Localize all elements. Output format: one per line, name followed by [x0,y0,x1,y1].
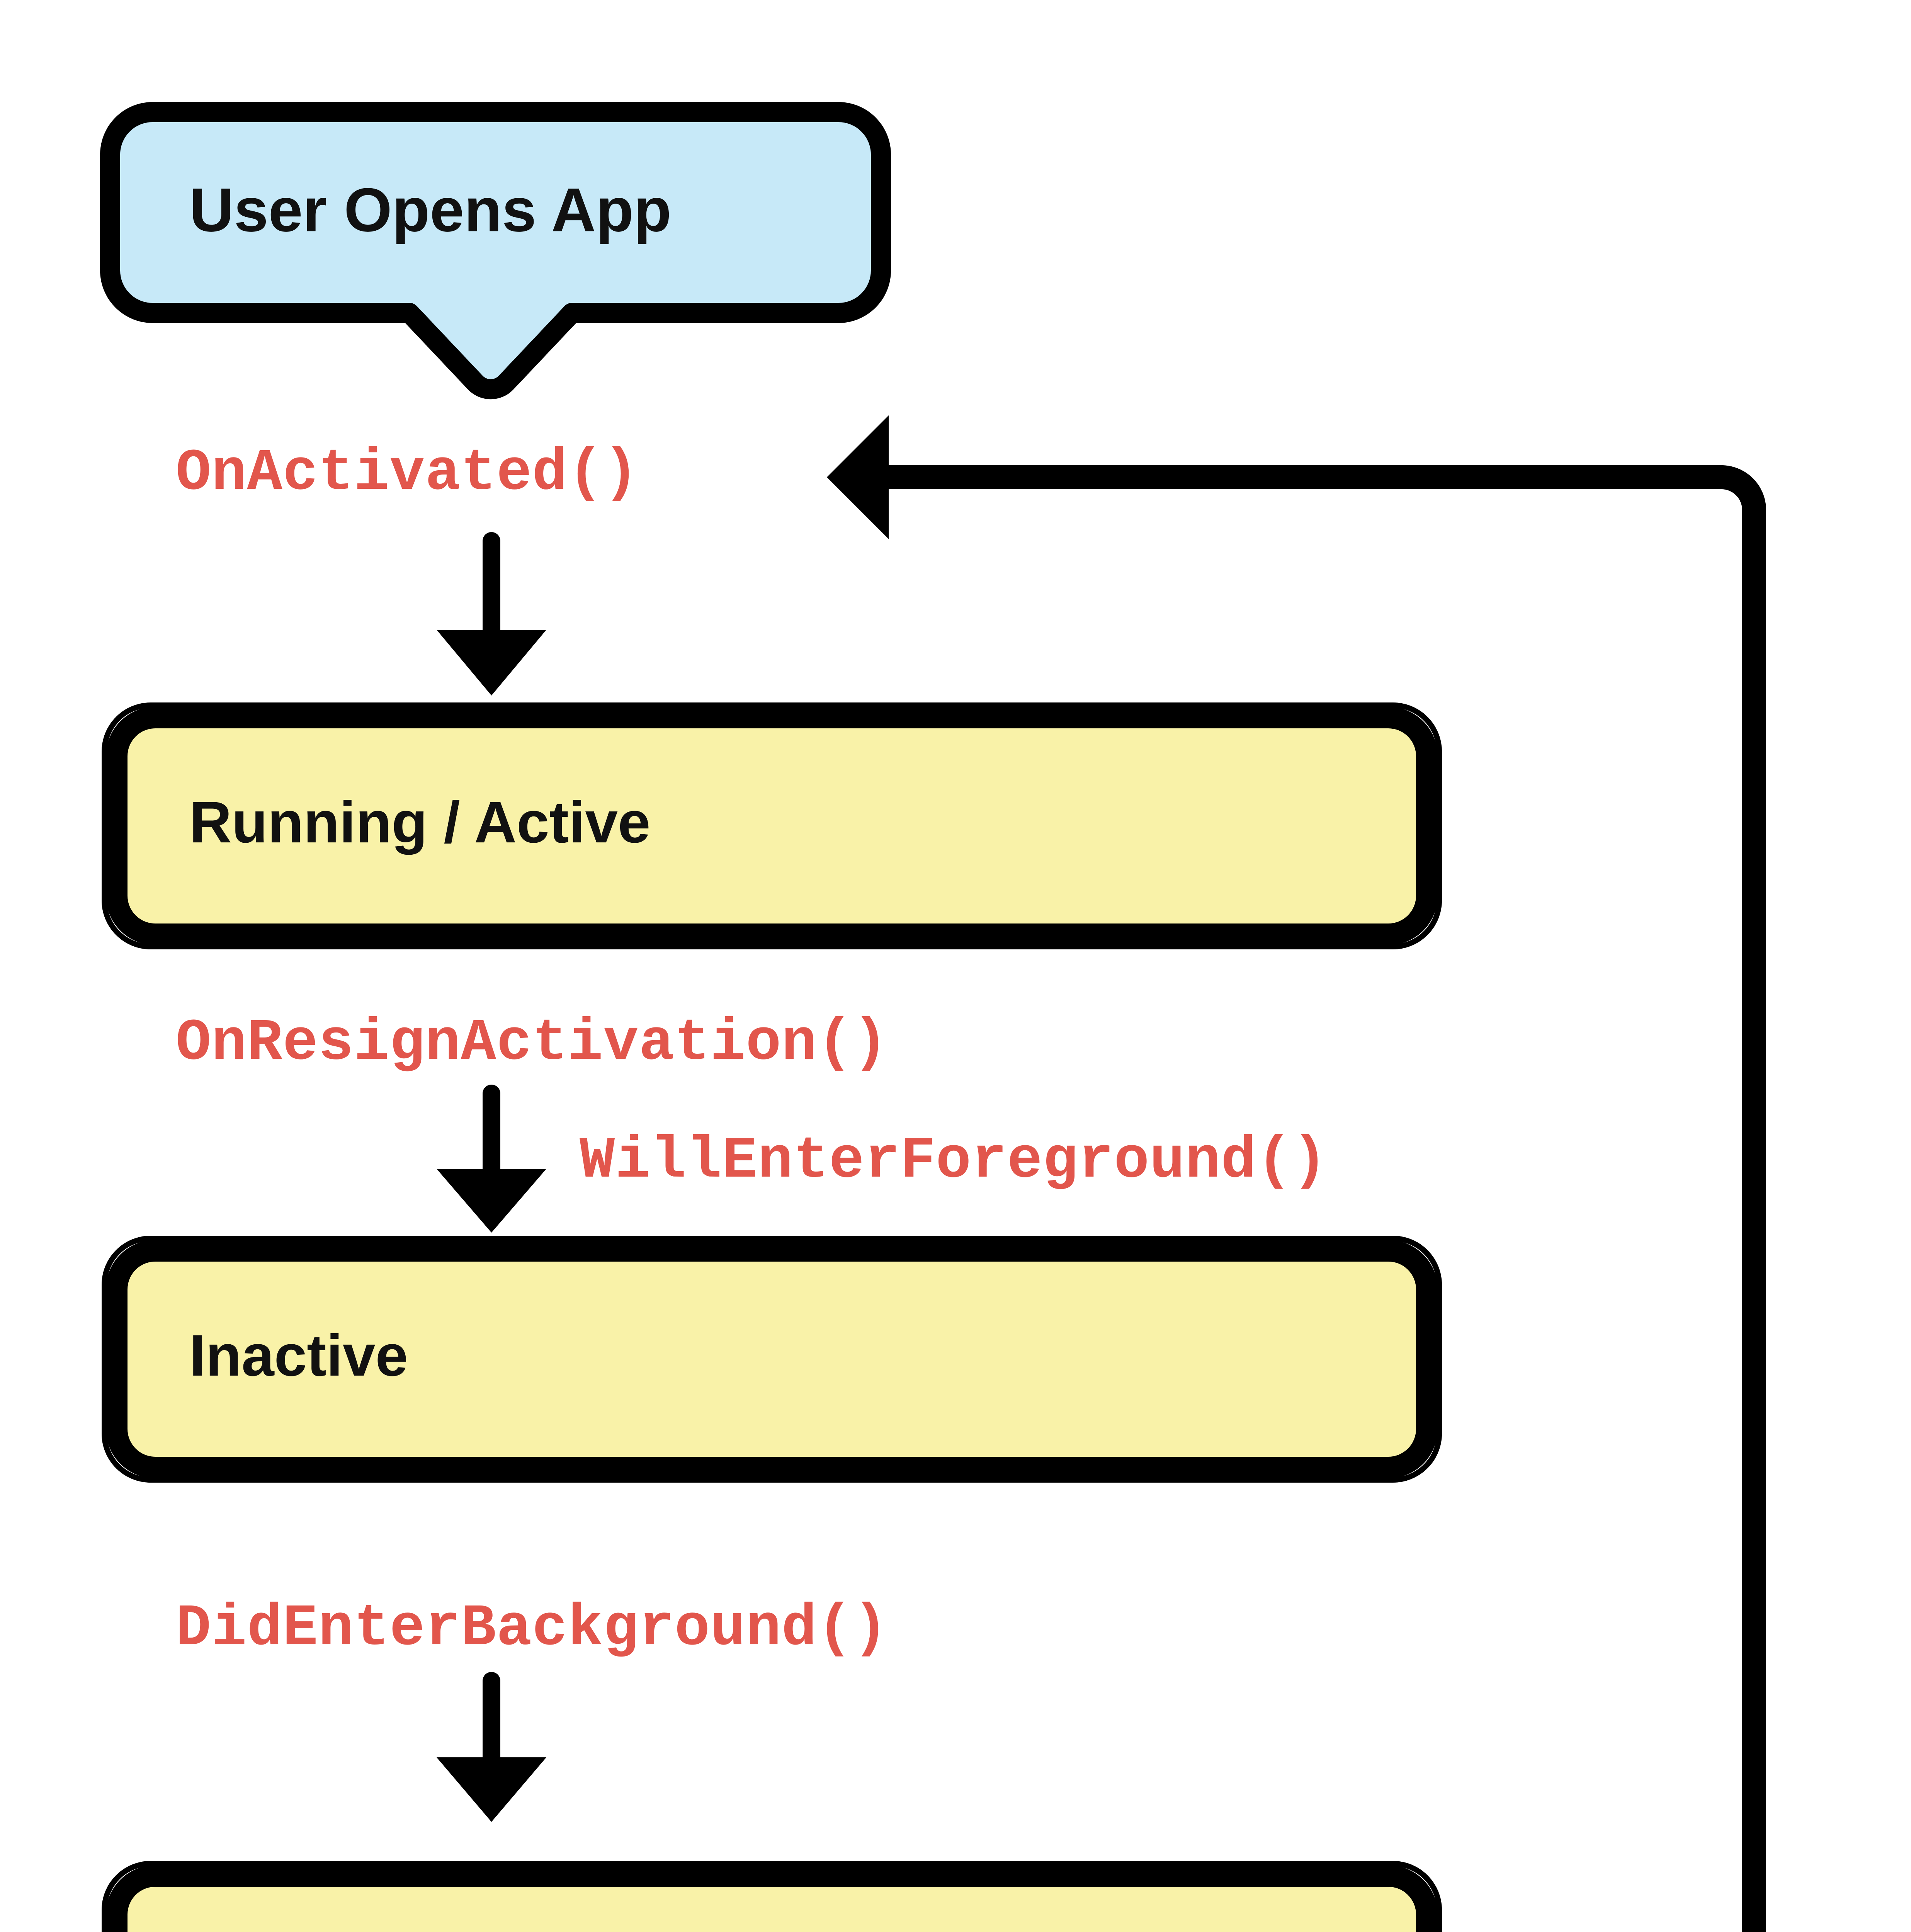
state-label-running: Running / Active [189,789,651,855]
state-inner-box [106,1240,1438,1478]
state-node-inactive[interactable]: Inactive [102,1236,1442,1483]
state-label-inactive: Inactive [189,1323,408,1388]
start-bubble-label: User Opens App [189,175,672,244]
arrow-inactive-to-backgrounded [437,1672,546,1822]
state-node-running[interactable]: Running / Active [102,702,1442,949]
start-bubble-shape [110,112,881,389]
state-inner-box [106,1865,1438,1932]
state-inner-box [106,707,1438,945]
event-label-on-activated: OnActivated() [176,440,639,507]
return-path-line [879,465,1766,1932]
arrow-head [437,1169,546,1233]
start-node[interactable]: User Opens App [110,112,881,389]
arrow-start-to-running [437,532,546,696]
event-label-did-enter-background: DidEnterBackground() [176,1595,888,1662]
arrow-running-to-inactive [437,1085,546,1233]
event-label-on-resign-activation: OnResignActivation() [176,1010,888,1077]
event-label-will-enter-foreground: WillEnterForeground() [580,1128,1328,1194]
return-path-arrow-head [827,415,889,539]
return-path-backgrounded-to-running [827,415,1766,1932]
arrow-head [437,1757,546,1822]
state-node-backgrounded[interactable]: Backgrounded / Suspended [102,1861,1442,1932]
arrow-head [437,630,546,696]
